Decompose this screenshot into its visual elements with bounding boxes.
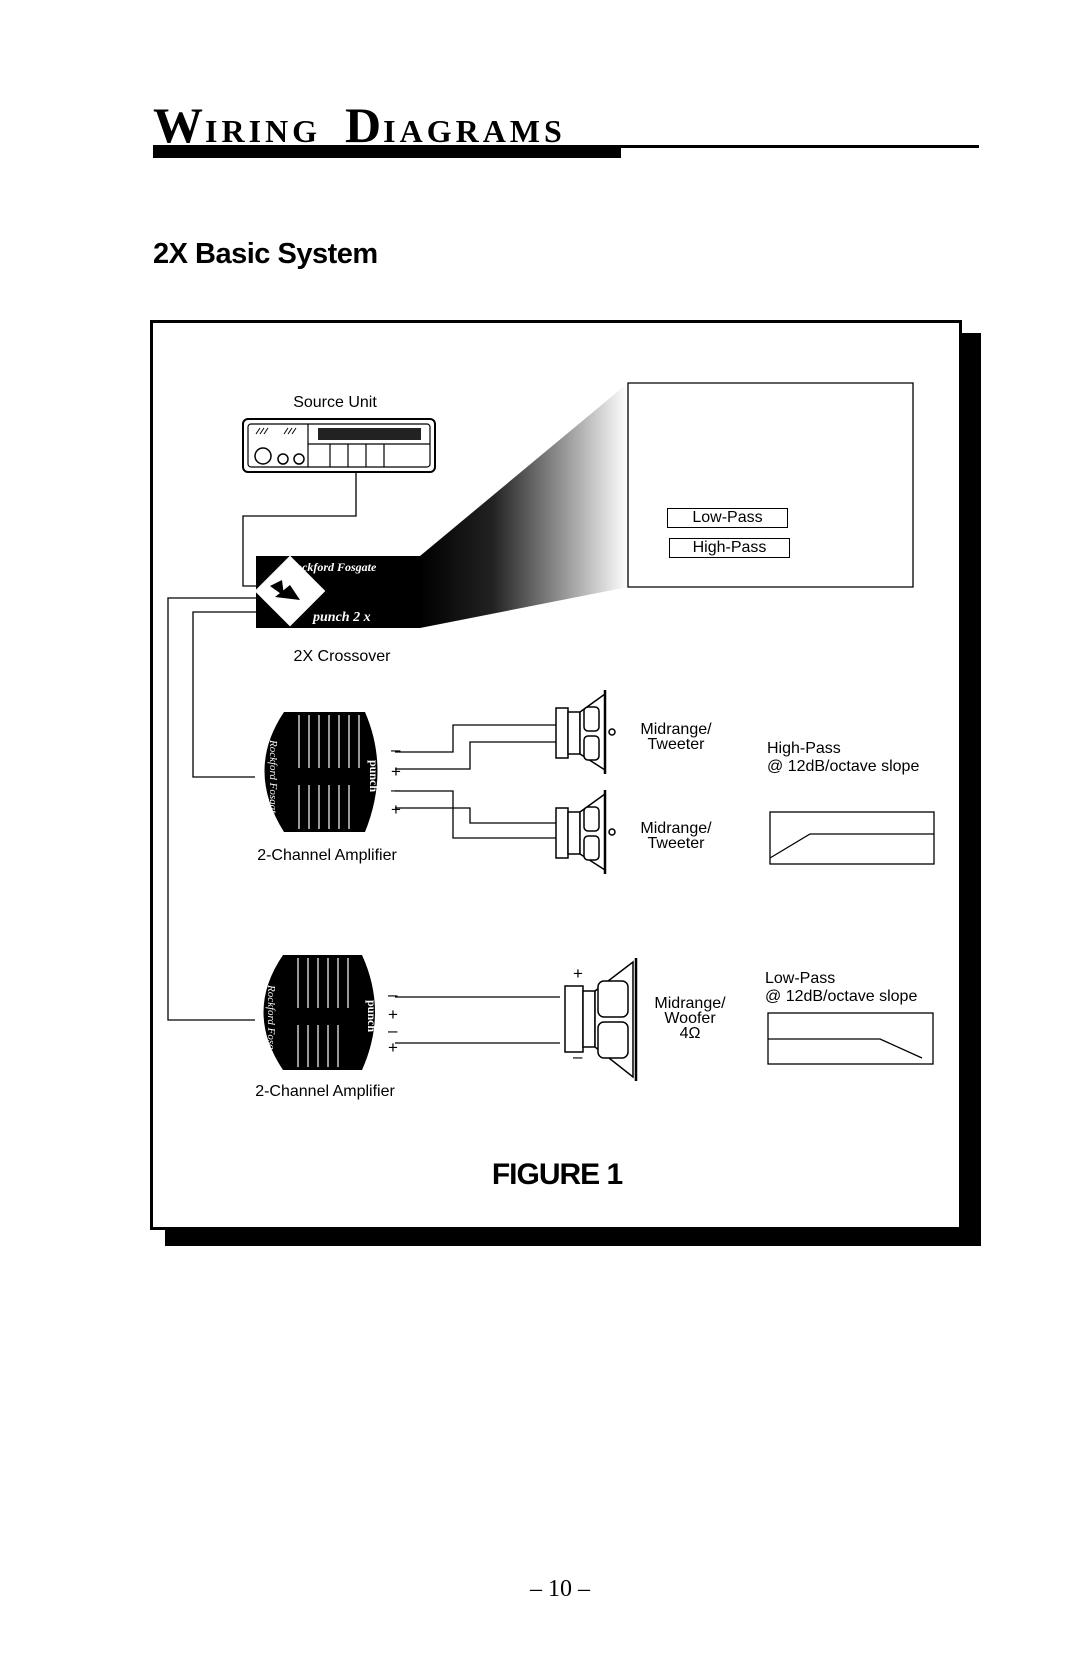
title-initial-d: D <box>345 97 384 153</box>
low-pass-control-label: Low-Pass <box>692 509 763 526</box>
speaker-3-label-line-2: Woofer <box>664 1010 716 1027</box>
high-pass-control: High-Pass <box>669 538 790 558</box>
section-title: 2X Basic System <box>153 238 378 270</box>
page-header-title: WIRING DIAGRAMS <box>153 96 566 154</box>
page-number: – 10 – <box>530 1576 590 1602</box>
woofer-terminal-plus: + <box>573 964 583 983</box>
high-pass-control-label: High-Pass <box>692 539 767 556</box>
speaker-1-label: Midrange/ Tweeter <box>640 721 712 753</box>
high-pass-note-line-1: High-Pass <box>767 740 841 757</box>
amp-1-terminal-plus-2: + <box>391 800 401 819</box>
low-pass-note-line-2: @ 12dB/octave slope <box>765 988 918 1005</box>
amp-1-terminal-minus-2: – <box>391 780 401 799</box>
crossover-zoom-beam <box>420 383 628 628</box>
amp-2-terminal-plus-2: + <box>388 1038 398 1057</box>
speaker-2-label-line-1: Midrange/ <box>640 820 712 837</box>
amp-2-terminal-minus-1: – <box>388 985 398 1004</box>
speaker-2-label-line-2: Tweeter <box>647 835 705 852</box>
speaker-1-label-line-2: Tweeter <box>647 736 705 753</box>
speaker-2 <box>555 790 616 874</box>
amplifier-2-brand-text: Rockford Fosgate <box>265 984 277 1063</box>
title-initial-w: W <box>153 97 205 153</box>
crossover-label: 2X Crossover <box>293 648 391 665</box>
speaker-3-label-line-3: 4Ω <box>679 1025 701 1042</box>
amp-2-terminal-plus-1: + <box>388 1005 398 1024</box>
speaker-3-label-line-1: Midrange/ <box>654 995 726 1012</box>
low-pass-note: Low-Pass @ 12dB/octave slope <box>765 970 917 1006</box>
amp-1-terminal-minus-1: – <box>391 740 401 759</box>
speaker-1-label-line-1: Midrange/ <box>640 721 712 738</box>
header-rule-thick <box>153 146 621 158</box>
high-pass-note: High-Pass @ 12dB/octave slope <box>767 740 919 776</box>
low-pass-note-line-1: Low-Pass <box>765 970 836 987</box>
low-pass-slope-graph <box>767 1012 934 1065</box>
speaker-3 <box>564 958 638 1081</box>
amplifier-1-model-text: punch <box>367 760 381 792</box>
speaker-3-label: Midrange/ Woofer 4Ω <box>654 995 726 1042</box>
wires <box>167 472 560 1044</box>
woofer-terminal-minus: – <box>573 1047 583 1066</box>
speaker-1 <box>555 690 616 774</box>
amplifier-2-model-text: punch <box>365 1000 379 1032</box>
source-unit <box>242 418 436 473</box>
figure-caption: FIGURE 1 <box>491 1158 623 1191</box>
amp-1-terminal-plus-1: + <box>391 762 401 781</box>
low-pass-control: Low-Pass <box>667 508 788 528</box>
amplifier-1-brand-text: Rockford Fosgate <box>267 739 279 818</box>
amp-2-terminal-minus-2: – <box>388 1021 398 1040</box>
crossover-detail-panel <box>627 382 914 588</box>
crossover-model-text: punch 2 x <box>312 610 371 625</box>
speaker-2-label: Midrange/ Tweeter <box>640 820 712 852</box>
amplifier-1-label: 2-Channel Amplifier <box>257 847 397 864</box>
amplifier-1 <box>264 712 378 832</box>
amplifier-2-label: 2-Channel Amplifier <box>255 1083 395 1100</box>
high-pass-slope-graph <box>769 811 935 865</box>
amplifier-2 <box>263 955 375 1070</box>
source-unit-label: Source Unit <box>293 394 377 411</box>
crossover-unit <box>254 555 420 628</box>
crossover-brand-text: Rockford Fosgate <box>287 560 377 574</box>
title-word-wiring: IRING <box>205 113 322 149</box>
title-word-diagrams: IAGRAMS <box>383 113 566 149</box>
high-pass-note-line-2: @ 12dB/octave slope <box>767 758 920 775</box>
